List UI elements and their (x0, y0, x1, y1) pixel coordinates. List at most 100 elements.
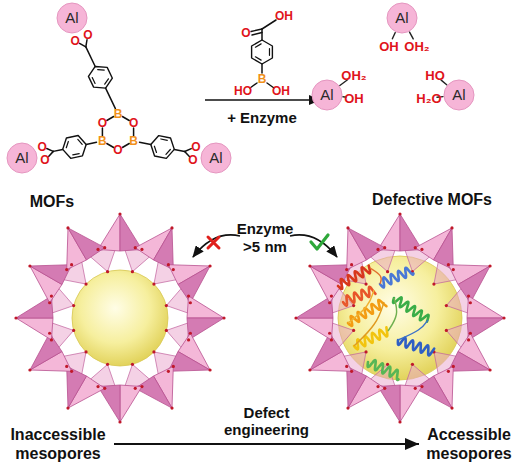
vertex-dot (488, 264, 491, 267)
atom-label: O (241, 27, 250, 39)
atom-label: O (37, 141, 46, 153)
vertex-dot (140, 385, 143, 388)
chemistry-and-cages (14, 20, 505, 424)
vertex-dot (467, 338, 470, 341)
metal-node: Al (443, 79, 475, 111)
vertex-dot (308, 368, 311, 371)
alpha-helix (380, 268, 413, 288)
vertex-dot (502, 316, 505, 319)
node-text-holder: Al (6, 142, 38, 174)
atom-label: B (258, 73, 267, 85)
vertex-dot (350, 370, 353, 373)
vertex-dot (386, 363, 389, 366)
node-text-holder: Al (443, 79, 475, 111)
vertex-dot (48, 301, 51, 304)
vertex-dot (294, 316, 297, 319)
vertex-dot (72, 304, 75, 307)
vertex-dot (469, 301, 472, 304)
double-bond (252, 33, 262, 36)
alpha-helix (343, 287, 375, 306)
defect-ligand: OH (379, 40, 399, 53)
tetrahedron-face (415, 376, 452, 408)
vertex-dot (222, 316, 225, 319)
vertex-dot (447, 263, 450, 266)
vertex-dot (106, 363, 109, 366)
vertex-dot (376, 385, 379, 388)
defect-ligand: OH (344, 92, 364, 105)
alpha-helix (393, 297, 429, 321)
atom-label: B (114, 108, 123, 120)
atom-label: O (98, 117, 107, 129)
tetrahedron-face (448, 352, 490, 372)
tetrahedron-face (467, 296, 504, 318)
vertex-dot (450, 406, 453, 409)
enzyme-label: Enzyme (237, 221, 294, 236)
bond-line (106, 88, 116, 108)
vertex-dot (152, 282, 155, 285)
tetrahedron-face (296, 318, 333, 340)
check-mark (311, 235, 328, 249)
vertex-dot (50, 338, 53, 341)
vertex-dot (65, 365, 68, 368)
vertex-dot (189, 332, 192, 335)
vertex-dot (452, 268, 455, 271)
vertex-dot (469, 332, 472, 335)
vertex-dot (84, 282, 87, 285)
vertex-dot (172, 365, 175, 368)
vertex-dot (308, 264, 311, 267)
vertex-dot (167, 263, 170, 266)
vertex-dot (187, 294, 190, 297)
mof-cage (294, 212, 505, 423)
vertex-dot (383, 387, 386, 390)
vertex-dot (66, 226, 69, 229)
edge-group (114, 444, 419, 445)
tetrahedron-face (168, 352, 210, 372)
tetrahedron-face (434, 228, 454, 270)
vertex-dot (467, 294, 470, 297)
vertex-dot (96, 248, 99, 251)
double-bond (255, 44, 261, 47)
atom-label: O (191, 141, 200, 153)
metal-circle-shape (444, 80, 474, 110)
metal-node: Al (386, 2, 418, 34)
vertex-dot (432, 282, 435, 285)
boroxine-bond (122, 144, 129, 148)
vertex-dot (345, 268, 348, 271)
double-bond (255, 57, 261, 60)
vertex-dot (14, 316, 17, 319)
vertex-dot (187, 338, 190, 341)
vertex-dot (131, 363, 134, 366)
atom-label: O (129, 117, 138, 129)
protein-loop (388, 298, 397, 331)
coordination-bond (392, 33, 395, 39)
boroxine-bond (107, 117, 114, 121)
mesopore-sphere (338, 256, 462, 380)
tetrahedron-face (187, 296, 224, 318)
metal-circle-shape (57, 3, 87, 33)
tetrahedron-face (347, 366, 367, 408)
boroxine-bond (107, 144, 114, 148)
bond-line (86, 47, 95, 67)
defect-bonds (340, 32, 447, 97)
node-text-holder: Accessible mesopores (419, 424, 519, 464)
enzyme-ribbon (338, 266, 434, 380)
carboxylate-bond (185, 149, 192, 152)
atom-label: O (40, 154, 49, 166)
vertex-dot (452, 365, 455, 368)
bond-line (139, 142, 150, 144)
alpha-helix (338, 266, 370, 289)
benzene-ring (252, 40, 273, 64)
vertex-dot (330, 338, 333, 341)
tetrahedron-face (67, 366, 87, 408)
cage-node: Accessible mesopores (419, 424, 519, 464)
vertex-dot (50, 294, 53, 297)
vertex-dot (70, 370, 73, 373)
vertex-dot (345, 365, 348, 368)
carboxylate-bond (47, 149, 54, 152)
metal-circle-shape (387, 3, 417, 33)
vertex-dot (118, 212, 121, 215)
carboxylate-bond (80, 43, 86, 47)
double-bond (105, 79, 109, 84)
tetrahedron-face (400, 385, 422, 422)
double-bond (73, 154, 79, 155)
